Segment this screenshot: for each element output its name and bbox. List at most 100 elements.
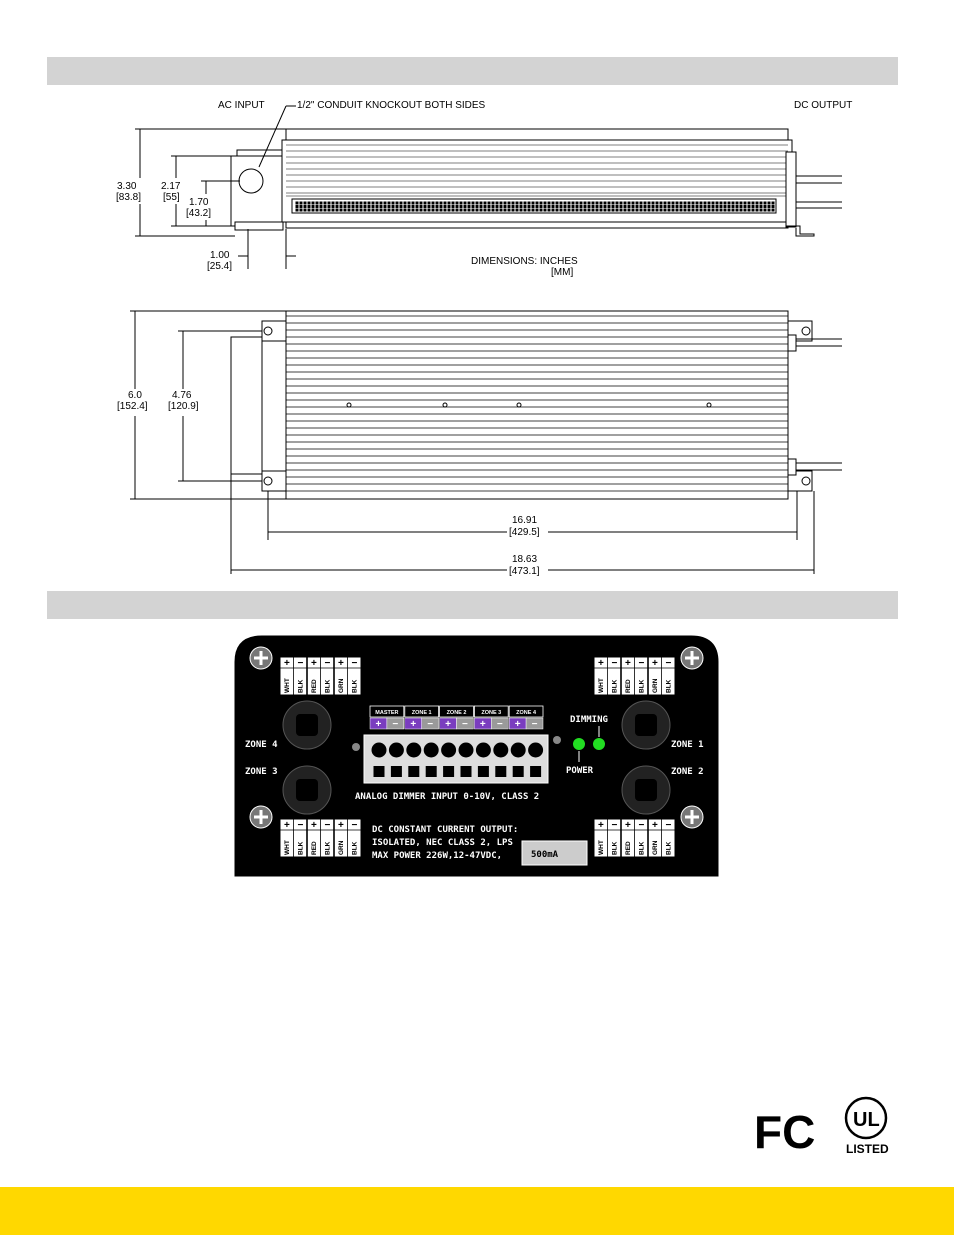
vent-hole	[311, 201, 315, 205]
vent-hole	[611, 205, 615, 208]
vent-hole	[491, 201, 495, 205]
wire-color-label: RED	[311, 679, 318, 693]
vent-hole	[399, 205, 403, 208]
dim-1691-mm: [429.5]	[509, 527, 540, 538]
knockout-label: 1/2" CONDUIT KNOCKOUT BOTH SIDES	[297, 100, 486, 111]
zone-tab: ZONE 1+−	[404, 705, 439, 730]
vent-hole	[491, 205, 495, 208]
wire-color-label: BLK	[298, 679, 305, 693]
terminal-minus-sign: −	[392, 719, 398, 730]
dc-output-spec-line1: DC CONSTANT CURRENT OUTPUT:	[372, 825, 518, 835]
wire-polarity-label: −	[298, 820, 304, 831]
vent-hole	[675, 205, 679, 208]
zone-tab-label: ZONE 1	[412, 710, 432, 716]
vent-hole	[511, 205, 515, 208]
vent-hole	[359, 205, 363, 208]
dim-height-mm: [83.8]	[116, 192, 141, 203]
terminal-slot	[460, 766, 472, 777]
vent-hole	[479, 201, 483, 205]
vent-hole	[379, 205, 383, 208]
vent-hole	[515, 208, 519, 212]
wire-color-label: RED	[625, 679, 632, 693]
vent-hole	[335, 208, 339, 212]
vent-hole	[519, 208, 523, 212]
vent-hole	[471, 205, 475, 208]
vent-hole	[319, 201, 323, 205]
vent-hole	[379, 201, 383, 205]
vent-hole	[391, 205, 395, 208]
wire-color-label: RED	[625, 841, 632, 855]
vent-hole	[743, 205, 747, 208]
vent-hole	[331, 205, 335, 208]
vent-hole	[395, 208, 399, 212]
vent-hole	[323, 201, 327, 205]
vent-hole	[403, 201, 407, 205]
vent-hole	[431, 205, 435, 208]
vent-hole	[591, 205, 595, 208]
vent-hole	[603, 201, 607, 205]
vent-hole	[531, 208, 535, 212]
vent-hole	[419, 201, 423, 205]
dimming-label: DIMMING	[570, 715, 608, 725]
terminal-minus-sign: −	[532, 719, 538, 730]
vent-hole	[343, 201, 347, 205]
vent-hole	[759, 208, 763, 212]
dimming-led-icon	[593, 738, 605, 750]
vent-hole	[723, 208, 727, 212]
wire-color-label: GRN	[652, 678, 659, 693]
vent-hole	[603, 208, 607, 212]
vent-hole	[747, 201, 751, 205]
vent-hole	[303, 208, 307, 212]
vent-hole	[595, 201, 599, 205]
vent-hole	[611, 201, 615, 205]
current-rating-box	[521, 840, 588, 866]
vent-hole	[407, 201, 411, 205]
wire-polarity-label: −	[666, 820, 672, 831]
vent-hole	[715, 208, 719, 212]
vent-hole	[307, 201, 311, 205]
vent-hole	[691, 201, 695, 205]
vent-hole	[627, 205, 631, 208]
vent-hole	[343, 208, 347, 212]
terminal-screw	[406, 742, 422, 758]
vent-hole	[339, 208, 343, 212]
power-label: POWER	[566, 766, 594, 776]
wire-polarity-label: +	[284, 820, 290, 831]
vent-hole	[515, 201, 519, 205]
vent-hole	[627, 208, 631, 212]
vent-hole	[403, 208, 407, 212]
vent-hole	[351, 201, 355, 205]
vent-hole	[407, 205, 411, 208]
dim-476-in: 4.76	[172, 390, 192, 401]
vent-hole	[399, 208, 403, 212]
vent-hole	[571, 201, 575, 205]
vent-hole	[567, 208, 571, 212]
vent-hole	[327, 205, 331, 208]
vent-hole	[459, 208, 463, 212]
vent-hole	[731, 201, 735, 205]
vent-hole	[387, 201, 391, 205]
dim-width-in: 6.0	[128, 390, 142, 401]
vent-hole	[551, 208, 555, 212]
wire-polarity-label: −	[612, 820, 618, 831]
zone-tab-label: MASTER	[375, 710, 398, 716]
vent-hole	[295, 201, 299, 205]
vent-hole	[299, 201, 303, 205]
vent-hole	[431, 208, 435, 212]
vent-hole	[319, 205, 323, 208]
terminal-plus-sign: +	[376, 719, 382, 730]
vent-hole	[763, 208, 767, 212]
dim-217-in: 2.17	[161, 181, 181, 192]
vent-hole	[315, 208, 319, 212]
vent-hole	[323, 205, 327, 208]
vent-hole	[575, 201, 579, 205]
side-vent	[295, 201, 775, 212]
wire-color-label: WHT	[284, 678, 291, 693]
vent-hole	[627, 201, 631, 205]
ul-listed-logo-icon: UL LISTED	[844, 1096, 889, 1156]
vent-hole	[463, 205, 467, 208]
vent-hole	[591, 201, 595, 205]
vent-hole	[567, 205, 571, 208]
vent-hole	[719, 205, 723, 208]
